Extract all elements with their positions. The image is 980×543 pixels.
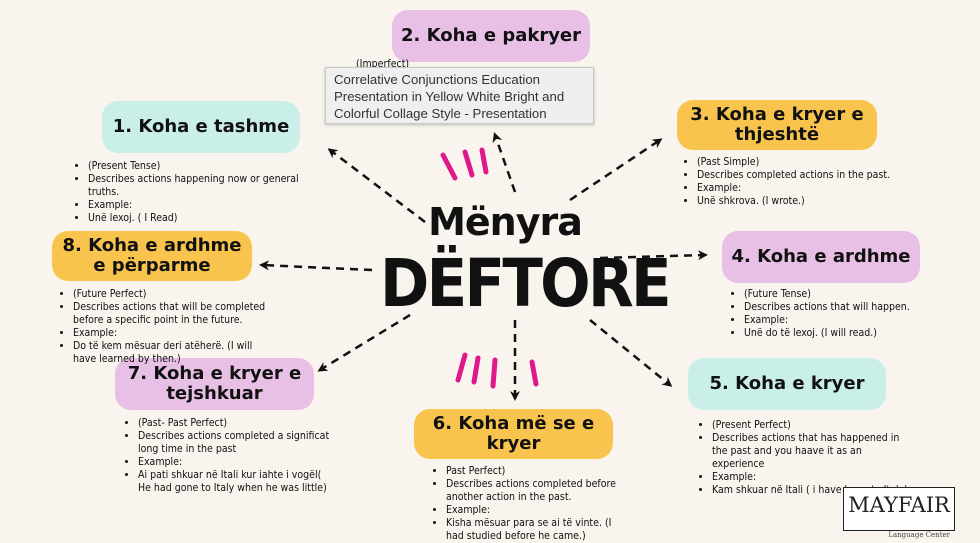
center-title-line1: Mënyra: [428, 200, 583, 244]
box-6-line: Describes actions completed before anoth…: [446, 478, 630, 504]
box-4-title: 4. Koha e ardhme: [722, 231, 920, 283]
box-5-line: (Present Perfect): [712, 419, 911, 432]
box-4-line: Example:: [744, 314, 958, 327]
box-8-title: 8. Koha e ardhme e përparme: [52, 231, 252, 281]
box-6-line: Example:: [446, 504, 630, 517]
box-8-line: (Future Perfect): [73, 288, 272, 301]
box-5-line: Example:: [712, 471, 911, 484]
box-6-line: Kisha mësuar para se ai të vinte. (I had…: [446, 517, 630, 543]
box-6-details: Past Perfect) Describes actions complete…: [430, 465, 630, 543]
box-1-line: Example:: [88, 199, 302, 212]
box-6-line: Past Perfect): [446, 465, 630, 478]
box-3-line: Example:: [697, 182, 911, 195]
arrow-to-box-2: [492, 132, 517, 193]
box-4-line: Unë do të lexoj. (I will read.): [744, 327, 958, 340]
arrow-to-box-4: [599, 250, 708, 261]
box-7-line: Example:: [138, 456, 337, 469]
box-8-line: Describes actions that will be completed…: [73, 301, 272, 327]
accent-stroke: [479, 147, 489, 175]
center-title-line2: DËFTORE: [380, 245, 672, 322]
box-8-line: Example:: [73, 327, 272, 340]
box-7-line: (Past- Past Perfect): [138, 417, 337, 430]
box-1-title: 1. Koha e tashme: [102, 101, 300, 153]
box-8-details: (Future Perfect) Describes actions that …: [57, 288, 272, 366]
box-8-line: Do të kem mësuar deri atëherë. (I will h…: [73, 340, 272, 366]
box-4-line: Describes actions that will happen.: [744, 301, 958, 314]
box-2-title: 2. Koha e pakryer: [392, 10, 590, 62]
box-1-line: Describes actions happening now or gener…: [88, 173, 302, 199]
box-3-title: 3. Koha e kryer e thjeshtë: [677, 100, 877, 150]
box-6-title: 6. Koha më se e kryer: [414, 409, 613, 459]
logo-name: MAYFAIR: [848, 493, 950, 517]
box-7-line: Describes actions completed a significat…: [138, 430, 337, 456]
arrow-to-box-5: [589, 319, 673, 387]
box-7-details: (Past- Past Perfect) Describes actions c…: [122, 417, 337, 495]
box-4-line: (Future Tense): [744, 288, 958, 301]
box-4-details: (Future Tense) Describes actions that wi…: [728, 288, 958, 340]
box-3-line: Unë shkrova. (I wrote.): [697, 195, 911, 208]
box-3-line: Describes completed actions in the past.: [697, 169, 911, 182]
arrow-to-box-7: [317, 313, 411, 372]
accent-stroke: [471, 355, 481, 385]
mayfair-logo: MAYFAIR Language Center: [843, 487, 955, 539]
arrow-to-box-3: [569, 138, 663, 202]
accent-stroke: [529, 359, 539, 387]
box-5-details: (Present Perfect) Describes actions that…: [696, 419, 911, 497]
box-5-title: 5. Koha e kryer: [688, 358, 886, 410]
accent-stroke: [440, 152, 458, 181]
tooltip: Correlative Conjunctions Education Prese…: [325, 67, 594, 124]
box-1-details: (Present Tense) Describes actions happen…: [72, 160, 302, 225]
accent-stroke: [462, 149, 475, 178]
arrow-to-box-1: [327, 148, 426, 223]
accent-stroke: [455, 352, 468, 383]
box-1-line: Unë lexoj. ( I Read): [88, 212, 302, 225]
arrow-to-box-8: [259, 260, 373, 272]
logo-subtitle: Language Center: [888, 531, 950, 539]
box-7-line: Ai pati shkuar në Itali kur iahte i vogë…: [138, 469, 337, 495]
box-1-line: (Present Tense): [88, 160, 302, 173]
box-5-line: Describes actions that has happened in t…: [712, 432, 911, 471]
box-3-details: (Past Simple) Describes completed action…: [681, 156, 911, 208]
box-7-title: 7. Koha e kryer e tejshkuar: [115, 358, 314, 410]
box-3-line: (Past Simple): [697, 156, 911, 169]
accent-stroke: [490, 357, 498, 389]
